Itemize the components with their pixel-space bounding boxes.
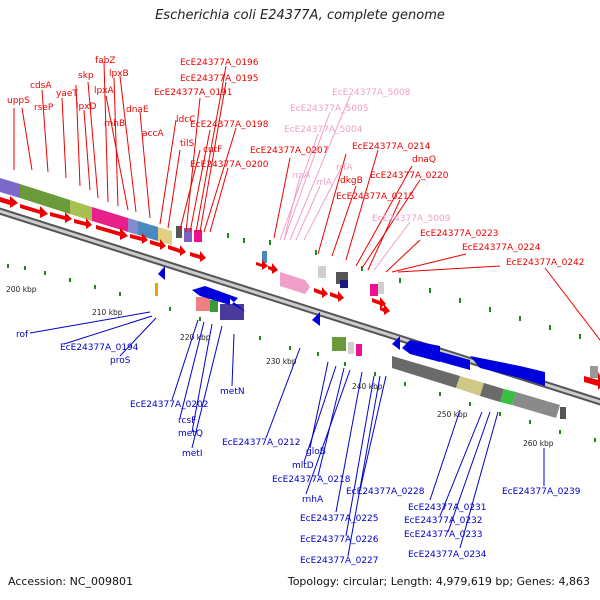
gene-label: rrsA bbox=[292, 171, 311, 181]
gene-label: tilS bbox=[180, 139, 195, 149]
gene-label: EcE24377A_0215 bbox=[336, 192, 415, 202]
gene-label: dkgB bbox=[340, 176, 363, 186]
gene-label: EcE24377A_0233 bbox=[404, 530, 483, 540]
gene-label: lpxB bbox=[109, 69, 129, 79]
gene-label: skp bbox=[78, 71, 94, 81]
gene-label: EcE24377A_0239 bbox=[502, 487, 581, 497]
kbp-label: 210 kbp bbox=[92, 308, 123, 317]
gene-label: EcE24377A_0214 bbox=[352, 142, 431, 152]
gene-label: metQ bbox=[178, 429, 203, 439]
gene-label: uppS bbox=[7, 96, 30, 106]
gene-label: EcE24377A_0232 bbox=[404, 516, 483, 526]
top-label-lines bbox=[13, 61, 600, 341]
gene-label: fabZ bbox=[95, 56, 116, 66]
kbp-label: 230 kbp bbox=[266, 357, 297, 366]
top-pink-lines bbox=[279, 95, 411, 271]
gene-label: metI bbox=[182, 449, 203, 459]
map-title: Escherichia coli E24377A, complete genom… bbox=[155, 8, 445, 23]
gene-label: EcE24377A_0202 bbox=[130, 400, 209, 410]
kbp-label: 260 kbp bbox=[523, 439, 554, 448]
gene-label: lpxD bbox=[76, 102, 97, 112]
gene-label: EcE24377A_0207 bbox=[250, 146, 329, 156]
upper-gene-blocks bbox=[0, 178, 202, 245]
gene-label: rrfA bbox=[336, 163, 353, 173]
gene-label: EcE24377A_0242 bbox=[506, 258, 585, 268]
gene-label: dnaE bbox=[126, 105, 149, 115]
gene-label: rof bbox=[16, 330, 29, 340]
gene-label: EcE24377A_0226 bbox=[300, 535, 379, 545]
gene-label: gloB bbox=[306, 447, 326, 457]
bottom-label-lines bbox=[29, 311, 545, 557]
kbp-label: 250 kbp bbox=[437, 410, 468, 419]
gene-label: EcE24377A_0231 bbox=[408, 503, 487, 513]
gene-label: EcE24377A_0218 bbox=[272, 475, 351, 485]
gene-label: rrlA bbox=[316, 178, 333, 188]
gene-label: rnhB bbox=[104, 119, 125, 129]
upper-red-arrows bbox=[0, 196, 206, 262]
lower-gene-blocks bbox=[392, 356, 598, 419]
gene-label: EcE24377A_0198 bbox=[190, 120, 269, 130]
genome-stats-label: Topology: circular; Length: 4,979,619 bp… bbox=[287, 575, 590, 588]
gene-label: EcE24377A_0200 bbox=[190, 160, 269, 170]
gene-label: ldcC bbox=[176, 115, 195, 125]
gene-label: yaeT bbox=[56, 89, 78, 99]
gene-label: EcE24377A_0224 bbox=[462, 243, 541, 253]
gene-label: EcE24377A_0195 bbox=[180, 74, 259, 84]
gene-label: EcE24377A_0227 bbox=[300, 556, 379, 566]
lower-tick-marks bbox=[7, 264, 596, 442]
lower-blue-arrows bbox=[158, 266, 545, 386]
gene-label: metN bbox=[220, 387, 245, 397]
gene-label: accA bbox=[142, 129, 164, 139]
accession-label: Accession: NC_009801 bbox=[8, 575, 134, 588]
upper-tick-marks bbox=[227, 233, 581, 339]
gene-label: EcE24377A_5009 bbox=[372, 214, 451, 224]
gene-label: dnaQ bbox=[412, 155, 436, 165]
gene-label: cutF bbox=[203, 145, 222, 155]
gene-label: mltD bbox=[292, 461, 314, 471]
gene-label: rnhA bbox=[302, 495, 324, 505]
middle-gene-blocks bbox=[155, 251, 384, 356]
gene-label: EcE24377A_0191 bbox=[154, 88, 233, 98]
gene-label: EcE24377A_0223 bbox=[420, 229, 499, 239]
gene-label: cdsA bbox=[30, 81, 52, 91]
gene-label: proS bbox=[110, 356, 131, 366]
kbp-label: 200 kbp bbox=[6, 285, 37, 294]
gene-label: EcE24377A_0196 bbox=[180, 58, 259, 68]
bottom-gene-labels: rof EcE24377A_0194 proS EcE24377A_0202 r… bbox=[16, 330, 581, 566]
kbp-labels: 200 kbp 210 kbp 220 kbp 230 kbp 240 kbp … bbox=[6, 285, 554, 448]
gene-label: EcE24377A_0220 bbox=[370, 171, 449, 181]
gene-label: EcE24377A_0194 bbox=[60, 343, 139, 353]
gene-label: EcE24377A_0228 bbox=[346, 487, 425, 497]
gene-label: EcE24377A_5005 bbox=[290, 104, 369, 114]
gene-label: EcE24377A_5008 bbox=[332, 88, 411, 98]
gene-label: rcsF bbox=[178, 416, 196, 426]
gene-label: EcE24377A_0234 bbox=[408, 550, 487, 560]
kbp-label: 240 kbp bbox=[352, 382, 383, 391]
middle-red-arrows bbox=[256, 260, 600, 390]
gene-label: EcE24377A_0225 bbox=[300, 514, 379, 524]
kbp-label: 220 kbp bbox=[180, 333, 211, 342]
gene-label: EcE24377A_5004 bbox=[284, 125, 363, 135]
gene-label: rseP bbox=[34, 103, 54, 113]
gene-label: lpxA bbox=[94, 86, 115, 96]
gene-label: EcE24377A_0212 bbox=[222, 438, 301, 448]
top-gene-labels: fabZ cdsA skp lpxB yaeT lpxA uppS rseP l… bbox=[7, 56, 585, 268]
